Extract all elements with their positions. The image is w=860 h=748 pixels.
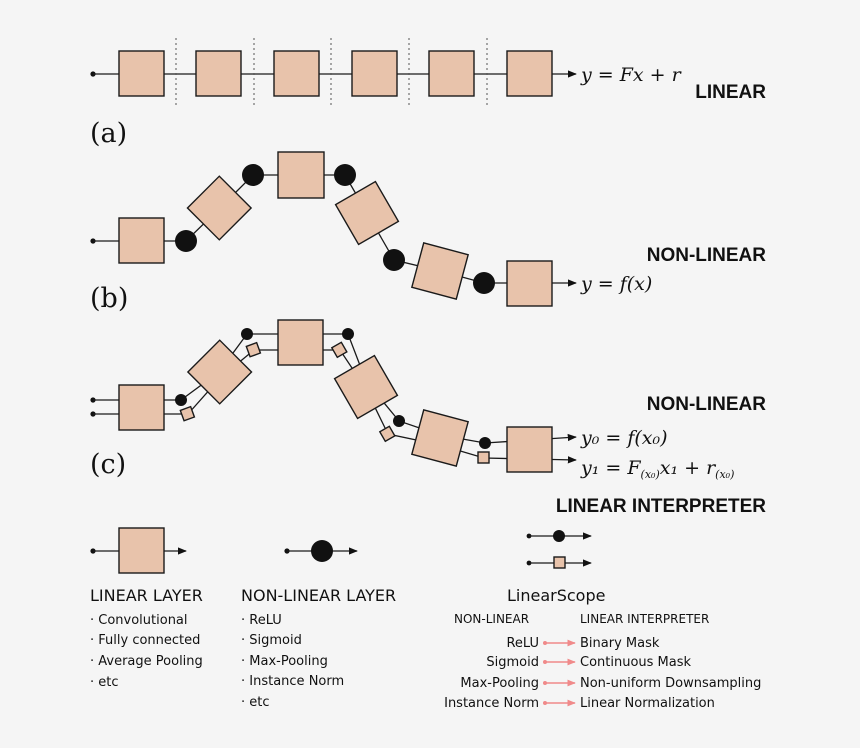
interpreter-node — [378, 425, 396, 443]
panel-c-tag-bottom: LINEAR INTERPRETER — [556, 496, 766, 517]
linear-layer-box — [186, 175, 253, 241]
legend-nonlinear-item: · Max-Pooling — [241, 654, 328, 669]
panel-b: y = f(x) NON-LINEAR (b) — [90, 151, 767, 314]
legend-nonlinear-item: · ReLU — [241, 613, 282, 628]
interpreter-node — [245, 341, 262, 358]
interpreter-node — [553, 556, 566, 569]
linearscope-col-right: LINEAR INTERPRETER — [580, 612, 709, 626]
linear-layer-box — [118, 384, 165, 431]
legend-nonlinear-item: · Instance Norm — [241, 674, 344, 689]
legend-linear-item: · Average Pooling — [90, 654, 203, 669]
nonlinear-node — [334, 164, 356, 186]
legend-linear-title: LINEAR LAYER — [90, 586, 203, 605]
mapping-row: ReLU Binary Mask — [506, 636, 659, 651]
interpreter-node — [179, 405, 196, 422]
svg-text:Linear Normalization: Linear Normalization — [580, 696, 715, 711]
nonlinear-node — [241, 328, 253, 340]
linearscope-col-left: NON-LINEAR — [454, 612, 529, 626]
linear-layer-box — [506, 50, 553, 97]
nonlinear-node — [311, 540, 333, 562]
signal-wire — [93, 174, 577, 287]
nonlinear-node — [479, 437, 491, 449]
panel-c-tag-top: NON-LINEAR — [647, 394, 767, 415]
linear-layer-box — [273, 50, 320, 97]
panel-c-label: (c) — [90, 449, 126, 480]
panel-a-output: y = Fx + r — [580, 64, 683, 86]
legend-nonlinear-layer: NON-LINEAR LAYER · ReLU · Sigmoid · Max-… — [241, 540, 396, 710]
panel-a-label: (a) — [90, 118, 127, 149]
linearscope-title: LinearScope — [507, 586, 605, 605]
linear-layer-box — [351, 50, 398, 97]
interpreter-node — [477, 451, 490, 464]
linear-layer-box — [334, 180, 400, 246]
mapping-row: Sigmoid Continuous Mask — [486, 655, 691, 670]
legend-linearscope: LinearScope NON-LINEAR LINEAR INTERPRETE… — [444, 530, 761, 711]
panel-a: y = Fx + r LINEAR (a) — [90, 38, 766, 149]
svg-text:Continuous Mask: Continuous Mask — [580, 655, 692, 670]
linear-layer-box — [277, 319, 324, 366]
linear-layer-box — [195, 50, 242, 97]
linear-layer-box — [506, 260, 553, 307]
panel-a-tag: LINEAR — [695, 82, 766, 103]
panel-b-tag: NON-LINEAR — [647, 245, 767, 266]
linear-layer-box — [333, 354, 399, 420]
nonlinear-node — [393, 415, 405, 427]
linear-layer-box — [118, 50, 165, 97]
panel-c-output-0: y₀ = f(x₀) — [580, 427, 668, 449]
svg-text:Max-Pooling: Max-Pooling — [460, 676, 539, 691]
linear-layer-box — [410, 408, 470, 468]
nonlinear-node — [175, 230, 197, 252]
legend-linear-item: · Convolutional — [90, 613, 188, 628]
svg-text:Instance Norm: Instance Norm — [444, 696, 539, 711]
mapping-row: Max-Pooling Non-uniform Downsampling — [460, 676, 761, 691]
separators — [175, 38, 488, 108]
linear-layer-box — [277, 151, 325, 199]
interpreter-path — [93, 349, 577, 464]
linear-layer-box — [118, 527, 165, 574]
nonlinear-node — [175, 394, 187, 406]
svg-text:ReLU: ReLU — [506, 636, 539, 651]
nonlinear-node — [342, 328, 354, 340]
panel-b-output: y = f(x) — [580, 273, 652, 295]
panel-b-label: (b) — [90, 283, 128, 314]
svg-text:Binary Mask: Binary Mask — [580, 636, 660, 651]
nonlinear-node — [383, 249, 405, 271]
legend-linear-layer: LINEAR LAYER · Convolutional · Fully con… — [90, 527, 203, 690]
legend-nonlinear-title: NON-LINEAR LAYER — [241, 586, 396, 605]
linear-layer-box — [186, 339, 253, 405]
nonlinear-node — [553, 530, 565, 542]
linear-layer-box — [428, 50, 475, 97]
svg-text:Non-uniform Downsampling: Non-uniform Downsampling — [580, 676, 761, 691]
linear-layer-box — [118, 217, 165, 264]
legend-nonlinear-item: · etc — [241, 695, 270, 710]
panel-c: y₀ = f(x₀) y₁ = F(x₀)x₁ + r(x₀) NON-LINE… — [90, 319, 767, 517]
legend-linear-item: · etc — [90, 675, 119, 690]
nonlinear-node — [242, 164, 264, 186]
nonlinear-node — [473, 272, 495, 294]
legend-nonlinear-item: · Sigmoid — [241, 633, 302, 648]
linear-layer-box — [506, 426, 553, 473]
panel-c-output-1: y₁ = F(x₀)x₁ + r(x₀) — [580, 457, 734, 481]
svg-text:Sigmoid: Sigmoid — [486, 655, 539, 670]
linear-layer-box — [410, 241, 470, 301]
legend-linear-item: · Fully connected — [90, 633, 200, 648]
interpreter-node — [330, 341, 348, 359]
mapping-row: Instance Norm Linear Normalization — [444, 696, 715, 711]
